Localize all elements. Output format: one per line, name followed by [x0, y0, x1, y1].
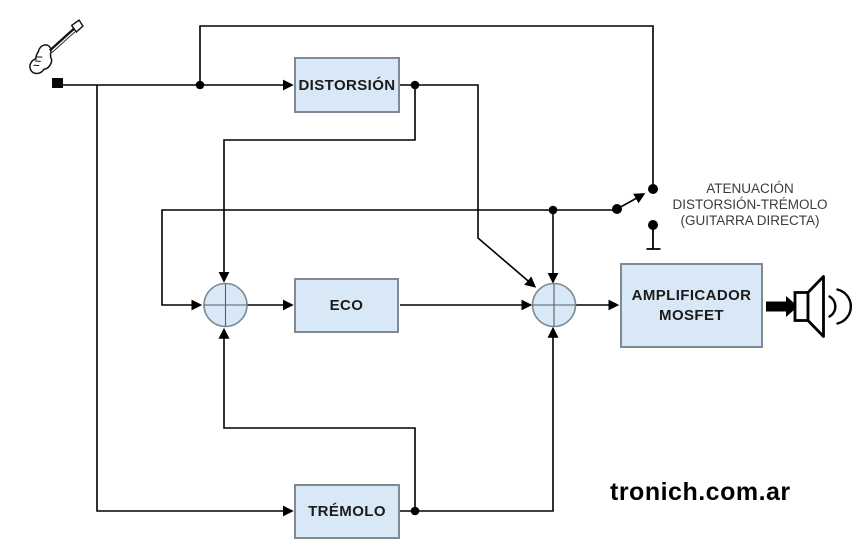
switch-label-line1: ATENUACIÓN [706, 181, 794, 196]
wire-bypass-top [199, 25, 654, 185]
junction-dot [548, 205, 558, 215]
sum-node-1 [203, 282, 248, 328]
block-eco: ECO [294, 278, 399, 333]
block-distorsion: DISTORSIÓN [294, 57, 400, 113]
selector-switch-icon [612, 184, 661, 250]
block-amplificador-line2: MOSFET [659, 306, 724, 324]
guitar-jack-node [52, 78, 63, 88]
junction-dot [410, 506, 420, 516]
junction-dot [410, 80, 420, 90]
speaker-icon [793, 275, 853, 338]
sum-node-2 [531, 282, 577, 328]
wire-distorsion-to-sum2 [400, 84, 537, 288]
block-amplificador-line1: AMPLIFICADOR [631, 286, 752, 304]
wire-distorsion-feedback-to-sum1 [218, 85, 416, 283]
wire-tremolo-to-sum1 [218, 327, 416, 511]
block-tremolo: TRÉMOLO [294, 484, 400, 539]
switch-label: ATENUACIÓN DISTORSIÓN-TRÉMOLO (GUITARRA … [655, 181, 845, 229]
block-amplificador: AMPLIFICADOR MOSFET [620, 263, 763, 348]
output-arrow [766, 296, 798, 317]
wire-switch-to-sum1 [161, 209, 618, 311]
wire-guitar-to-tremolo [96, 85, 294, 517]
switch-label-line3: (GUITARRA DIRECTA) [680, 213, 820, 228]
watermark: tronich.com.ar [610, 478, 791, 506]
junction-dot [195, 80, 205, 90]
switch-label-line2: DISTORSIÓN-TRÉMOLO [672, 197, 828, 212]
wire-tremolo-to-sum2 [400, 326, 559, 512]
guitar-icon [29, 19, 84, 75]
